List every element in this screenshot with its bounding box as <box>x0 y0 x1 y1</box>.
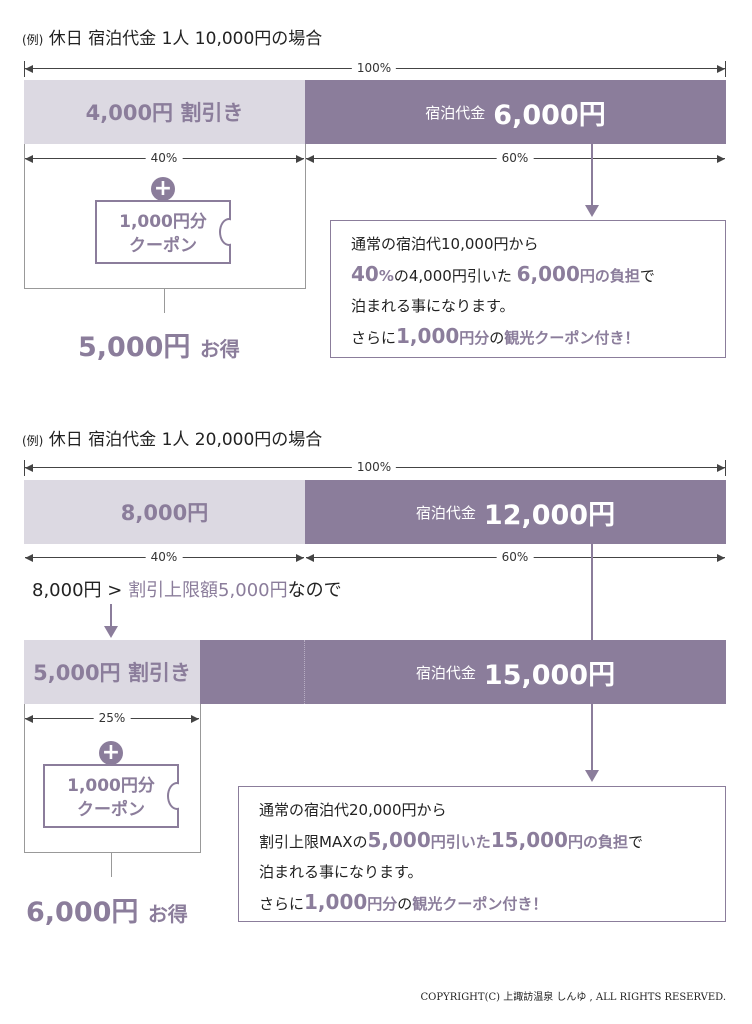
example2-right-pct: 60% <box>496 550 534 564</box>
example2-initial-stay: 12,000円 <box>483 499 616 531</box>
example2-coupon-area <box>24 704 201 853</box>
example1-title: (例) 休日 宿泊代金 1人 10,000円の場合 <box>22 29 323 49</box>
example2-desc-line2: 割引上限MAXの5,000円引いた15,000円の負担で <box>259 828 643 852</box>
example1-total-pct: 100% <box>351 61 397 75</box>
example1-pointer-arrow <box>585 205 599 217</box>
example2-initial-stay-bar: 宿泊代金 12,000円 <box>305 480 726 544</box>
example1-desc-line3: 泊まれる事になります。 <box>351 297 515 315</box>
example2-cap-note: 8,000円 > 割引上限額5,000円なので <box>32 580 342 601</box>
example2-desc-line4: さらに1,000円分の観光クーポン付き！ <box>259 890 548 914</box>
example1-desc-line4: さらに1,000円分の観光クーポン付き！ <box>351 324 640 348</box>
example1-discount-bar: 4,000円 割引き <box>24 80 305 144</box>
example1-coupon: 1,000円分 クーポン <box>95 200 243 264</box>
example2-final-stay-bar: 宿泊代金 15,000円 <box>200 640 726 704</box>
example2-discount-label: 5,000円 割引き <box>33 661 191 685</box>
example1-right-pct: 60% <box>496 151 534 165</box>
example1-stay-amount: 6,000円 <box>493 99 606 131</box>
example2-desc-line3: 泊まれる事になります。 <box>259 863 423 881</box>
example1-desc-line2: 40%の4,000円引いた 6,000円の負担で <box>351 262 655 286</box>
example2-title: (例) 休日 宿泊代金 1人 20,000円の場合 <box>22 430 323 450</box>
example1-discount-label: 4,000円 割引き <box>85 101 244 125</box>
example2-left-pct: 40% <box>145 550 183 564</box>
example2-total-pct: 100% <box>351 460 397 474</box>
example1-left-pct: 40% <box>145 151 183 165</box>
example2-discount-bar: 5,000円 割引き <box>24 640 200 704</box>
example2-initial-discount-bar: 8,000円 <box>24 480 305 544</box>
example2-final-stay: 15,000円 <box>483 659 616 691</box>
example2-stay-label: 宿泊代金 <box>415 503 476 522</box>
example2-description-box: 通常の宿泊代20,000円から 割引上限MAXの5,000円引いた15,000円… <box>238 786 726 922</box>
example2-pointer-arrow <box>585 770 599 782</box>
example2-desc-line1: 通常の宿泊代20,000円から <box>259 801 447 819</box>
example2-savings: 6,000円 お得 <box>26 897 188 928</box>
example1-desc-line1: 通常の宿泊代10,000円から <box>351 235 539 253</box>
copyright: COPYRIGHT(C) 上諏訪温泉 しんゆ , ALL RIGHTS RESE… <box>420 992 726 1003</box>
example2-down-arrow <box>104 626 118 638</box>
example2-initial-discount: 8,000円 <box>120 501 209 525</box>
plus-icon: + <box>99 741 123 765</box>
example1-savings: 5,000円 お得 <box>78 332 240 363</box>
example1-stay-bar: 宿泊代金 6,000円 <box>305 80 726 144</box>
example2-coupon: 1,000円分 クーポン <box>43 764 191 828</box>
example2-coupon-pct: 25% <box>93 711 131 725</box>
example1-coupon-area <box>24 144 306 289</box>
plus-icon: + <box>151 177 175 201</box>
example1-description-box: 通常の宿泊代10,000円から 40%の4,000円引いた 6,000円の負担で… <box>330 220 726 358</box>
example1-stay-label: 宿泊代金 <box>425 103 486 122</box>
